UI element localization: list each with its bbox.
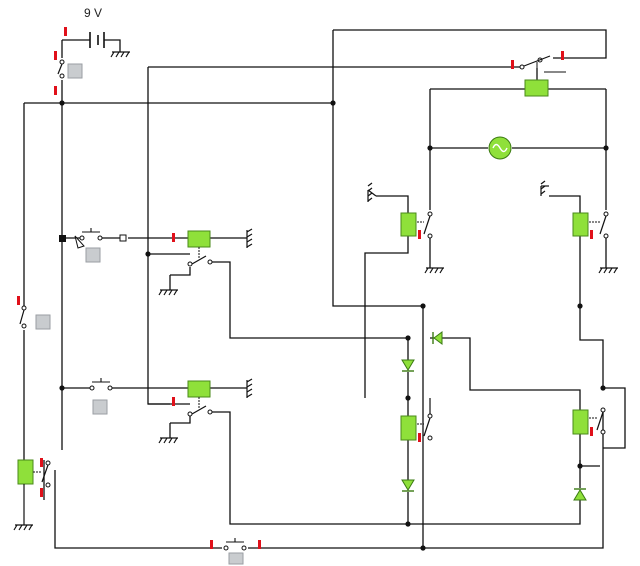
push-button-1[interactable]	[59, 228, 127, 263]
junction-node	[145, 251, 151, 257]
push-button-2[interactable]	[89, 378, 113, 415]
ground-icon	[367, 182, 377, 202]
ground-icon	[158, 289, 178, 296]
junction-node	[405, 395, 411, 401]
junction-node	[420, 545, 426, 551]
junction-node	[603, 145, 609, 151]
battery: 9 V	[64, 6, 130, 58]
diode-horizontal	[432, 331, 443, 345]
ground-icon	[246, 228, 253, 248]
diode-right	[573, 488, 587, 501]
relay-row-2	[158, 378, 253, 444]
relay-coil	[400, 212, 417, 237]
push-button-key[interactable]	[85, 247, 101, 263]
relay-coil	[187, 230, 211, 248]
ac-source-icon	[488, 136, 512, 160]
relay-coil	[187, 380, 211, 398]
ground-icon	[424, 267, 444, 274]
junction-nodes	[59, 100, 609, 551]
junction-node	[420, 303, 426, 309]
junction-node	[405, 335, 411, 341]
junction-node	[405, 521, 411, 527]
junction-node	[600, 385, 606, 391]
relay-coil	[17, 459, 34, 485]
ground-icon	[246, 378, 253, 398]
relay-top-right	[511, 51, 566, 97]
push-button-key[interactable]	[228, 552, 244, 565]
junction-node	[577, 463, 583, 469]
switch-toggle-button[interactable]	[35, 314, 51, 330]
wires	[23, 29, 626, 549]
relay-coil	[524, 79, 549, 97]
relay-b	[540, 180, 618, 274]
push-button-3[interactable]	[210, 538, 261, 565]
junction-node	[427, 145, 433, 151]
relay-bottom-left	[13, 458, 51, 531]
relay-coil	[400, 415, 417, 441]
side-switch[interactable]	[17, 296, 51, 330]
relay-row-1	[158, 228, 253, 296]
relay-coil	[572, 409, 589, 435]
relay-a	[367, 182, 444, 274]
battery-terminal	[64, 27, 67, 36]
ground-icon	[540, 180, 549, 196]
switch-toggle-button[interactable]	[67, 63, 83, 79]
junction-node	[59, 100, 65, 106]
relay-coil	[572, 212, 589, 237]
ground-icon	[598, 267, 618, 274]
ground-icon	[13, 524, 33, 531]
ground-icon	[110, 51, 130, 58]
junction-node	[330, 100, 336, 106]
diode-lower	[401, 479, 415, 492]
relay-right-lower	[572, 407, 606, 436]
junction-node	[577, 303, 583, 309]
cursor-icon	[74, 235, 85, 249]
junction-node	[59, 385, 65, 391]
push-button-key[interactable]	[92, 399, 108, 415]
relay-center	[400, 398, 433, 442]
diode-upper	[401, 359, 415, 372]
ground-icon	[158, 437, 178, 444]
battery-label: 9 V	[84, 6, 102, 20]
main-switch[interactable]	[54, 51, 83, 95]
